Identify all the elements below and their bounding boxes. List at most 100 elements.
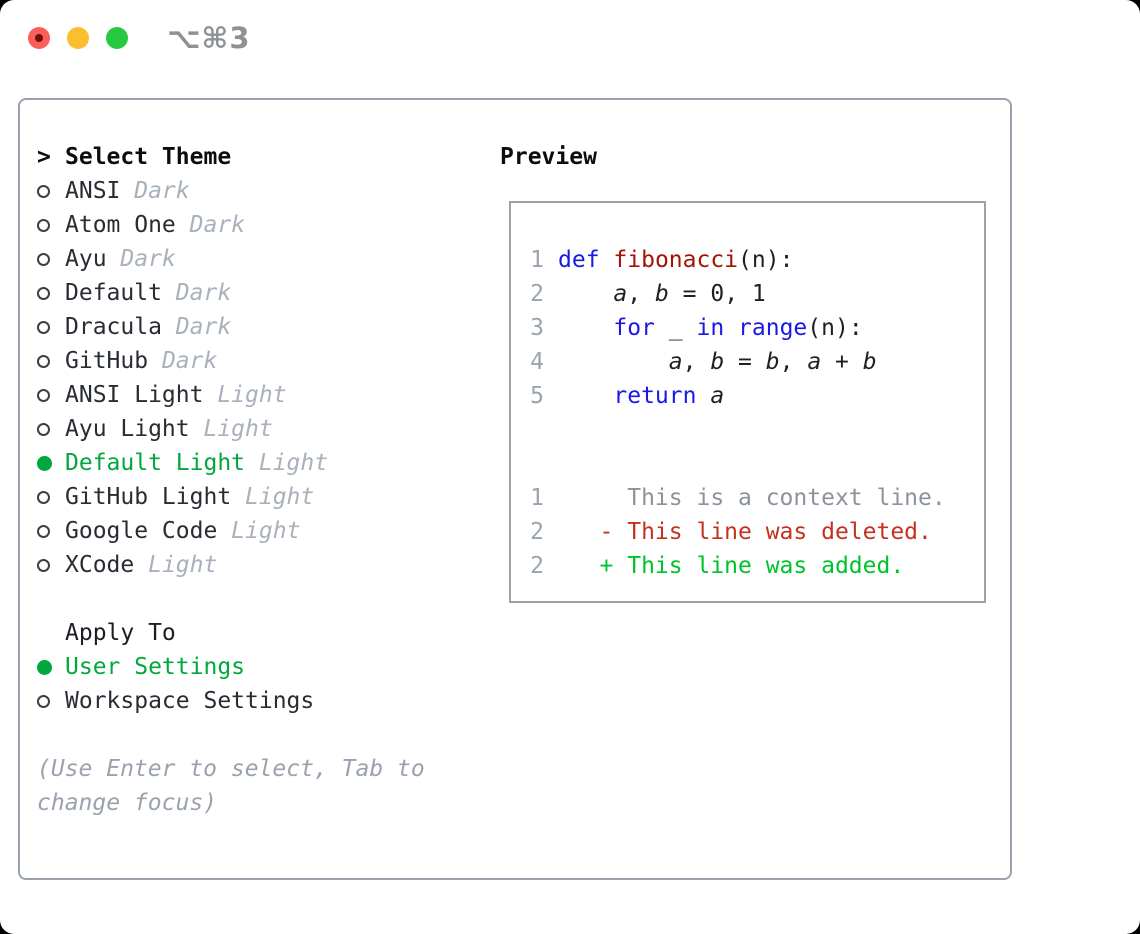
radio-icon [37,252,50,266]
theme-name: GitHub Light [65,484,232,510]
theme-variant: Dark [148,348,218,374]
diff-line-added: 2 + This line was added. [530,549,984,583]
theme-name: ANSI Light [65,382,204,408]
code-token [696,383,710,409]
theme-variant: Dark [106,246,176,272]
code-token: b [862,349,877,375]
theme-name: Default Light [65,450,246,476]
code-token: a [710,383,725,409]
minimize-button[interactable] [67,27,89,49]
theme-name: Ayu [65,246,107,272]
keyboard-shortcut-label: ⌥⌘3 [167,21,251,55]
code-token [558,315,613,341]
code-token: fibonacci [613,247,739,273]
theme-option-xcode[interactable]: XCode Light [37,548,439,582]
code-token: (n): [807,315,863,341]
line-number: 1 [530,485,544,511]
theme-option-default[interactable]: Default Dark [37,276,439,310]
radio-icon [37,320,50,334]
code-line: 2 a, b = 0, 1 [530,277,984,311]
code-token [558,281,613,307]
radio-selected-icon [37,659,52,675]
code-token [558,349,669,375]
code-line: 3 for _ in range(n): [530,311,984,345]
theme-option-ansi[interactable]: ANSI Dark [37,174,439,208]
code-token: return [613,383,697,409]
diff-text: - This line was deleted. [558,519,932,545]
diff-line-deleted: 2 - This line was deleted. [530,515,984,549]
radio-icon [37,524,50,538]
radio-icon [37,558,50,572]
line-number: 5 [530,383,544,409]
theme-name: ANSI [65,178,121,204]
theme-variant: Light [217,518,301,544]
code-token: in [696,315,725,341]
theme-option-dracula[interactable]: Dracula Dark [37,310,439,344]
theme-name: XCode [65,552,135,578]
code-token: for [613,315,655,341]
radio-selected-icon [37,455,52,471]
diff-text: + This line was added. [558,553,905,579]
apply-option-label: Workspace Settings [65,688,315,714]
theme-variant: Light [203,382,287,408]
apply-to-heading-row: Apply To [37,616,439,650]
preview-heading: Preview [500,144,597,170]
theme-name: Google Code [65,518,218,544]
theme-option-default-light[interactable]: Default Light Light [37,446,439,480]
theme-option-ayu[interactable]: Ayu Dark [37,242,439,276]
select-theme-heading: Select Theme [65,144,232,170]
help-text: (Use Enter to select, Tab to change focu… [37,756,425,816]
code-token [558,383,613,409]
code-token: _ [654,315,697,341]
apply-option-workspace-settings[interactable]: Workspace Settings [37,684,439,718]
code-token: range [738,315,808,341]
code-token: b [654,281,669,307]
theme-variant: Dark [175,212,246,238]
code-token: b [765,349,780,375]
code-token [600,247,614,273]
cursor-icon: > [37,144,51,170]
apply-to-heading: Apply To [65,620,176,646]
radio-icon [37,354,50,368]
code-line: 5 return a [530,379,984,413]
diff-text: This is a context line. [558,485,946,511]
theme-option-ayu-light[interactable]: Ayu Light Light [37,412,439,446]
theme-option-github[interactable]: GitHub Dark [37,344,439,378]
radio-icon [37,490,50,504]
spacer [37,718,439,752]
zoom-button[interactable] [106,27,128,49]
radio-icon [37,694,50,708]
code-token [724,315,738,341]
code-token: , [779,349,808,375]
code-line: 4 a, b = b, a + b [530,345,984,379]
theme-variant: Dark [161,314,232,340]
code-token: , [627,281,655,307]
theme-variant: Light [189,416,273,442]
theme-option-google-code[interactable]: Google Code Light [37,514,439,548]
radio-icon [37,218,50,232]
diff-block: 1 This is a context line. 2 - This line w… [530,481,984,583]
close-button[interactable] [28,27,50,49]
theme-option-atom-one[interactable]: Atom One Dark [37,208,439,242]
spacer [530,413,984,481]
line-number: 2 [530,281,544,307]
theme-variant: Dark [161,280,232,306]
code-token: a [613,281,628,307]
theme-option-ansi-light[interactable]: ANSI Light Light [37,378,439,412]
theme-option-github-light[interactable]: GitHub Light Light [37,480,439,514]
spacer [37,582,439,616]
theme-variant: Light [231,484,315,510]
theme-name: Default [65,280,162,306]
select-theme-heading-row: > Select Theme [37,140,439,174]
theme-name: Dracula [65,314,162,340]
apply-option-user-settings[interactable]: User Settings [37,650,439,684]
code-token: b [710,349,725,375]
radio-icon [37,422,50,436]
